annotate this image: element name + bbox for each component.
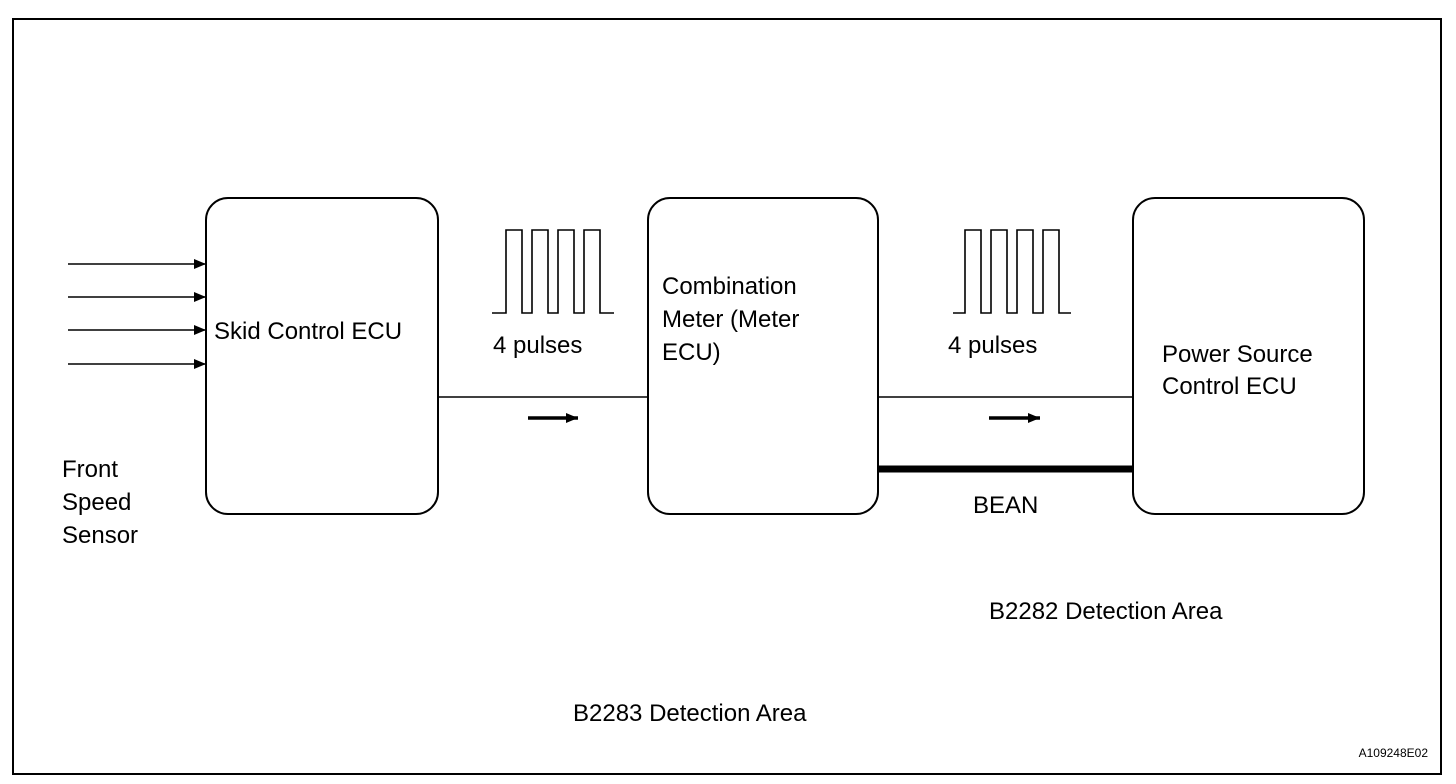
b2283-area-label: B2283 Detection Area bbox=[573, 700, 807, 727]
pulse-count-label: 4 pulses bbox=[948, 332, 1037, 359]
b2282-area-label: B2282 Detection Area bbox=[989, 598, 1223, 625]
figure-frame bbox=[12, 18, 1442, 775]
meter-ecu-label-line: Meter (Meter bbox=[662, 306, 799, 333]
meter-ecu-label-line: Combination bbox=[662, 273, 797, 300]
figure-id: A109248E02 bbox=[1359, 746, 1429, 760]
pulse-train-waveform bbox=[492, 229, 614, 314]
sensor-input-arrows bbox=[68, 259, 206, 369]
pulse-count-label: 4 pulses bbox=[493, 332, 582, 359]
sensor-label-line: Front bbox=[62, 456, 118, 483]
sensor-label-line: Speed bbox=[62, 489, 131, 516]
meter-ecu-label-line: ECU) bbox=[662, 339, 721, 366]
power-ecu-label-line: Control ECU bbox=[1162, 373, 1297, 400]
bean-bus-label: BEAN bbox=[973, 492, 1038, 519]
power-ecu-label-line: Power Source bbox=[1162, 341, 1313, 368]
skid-control-ecu-label: Skid Control ECU bbox=[214, 318, 402, 345]
power-source-ecu-box bbox=[1132, 197, 1365, 515]
skid-control-ecu-box bbox=[205, 197, 439, 515]
sensor-label-line: Sensor bbox=[62, 522, 138, 549]
combination-meter-box bbox=[647, 197, 879, 515]
pulse-train-waveform bbox=[953, 229, 1071, 314]
